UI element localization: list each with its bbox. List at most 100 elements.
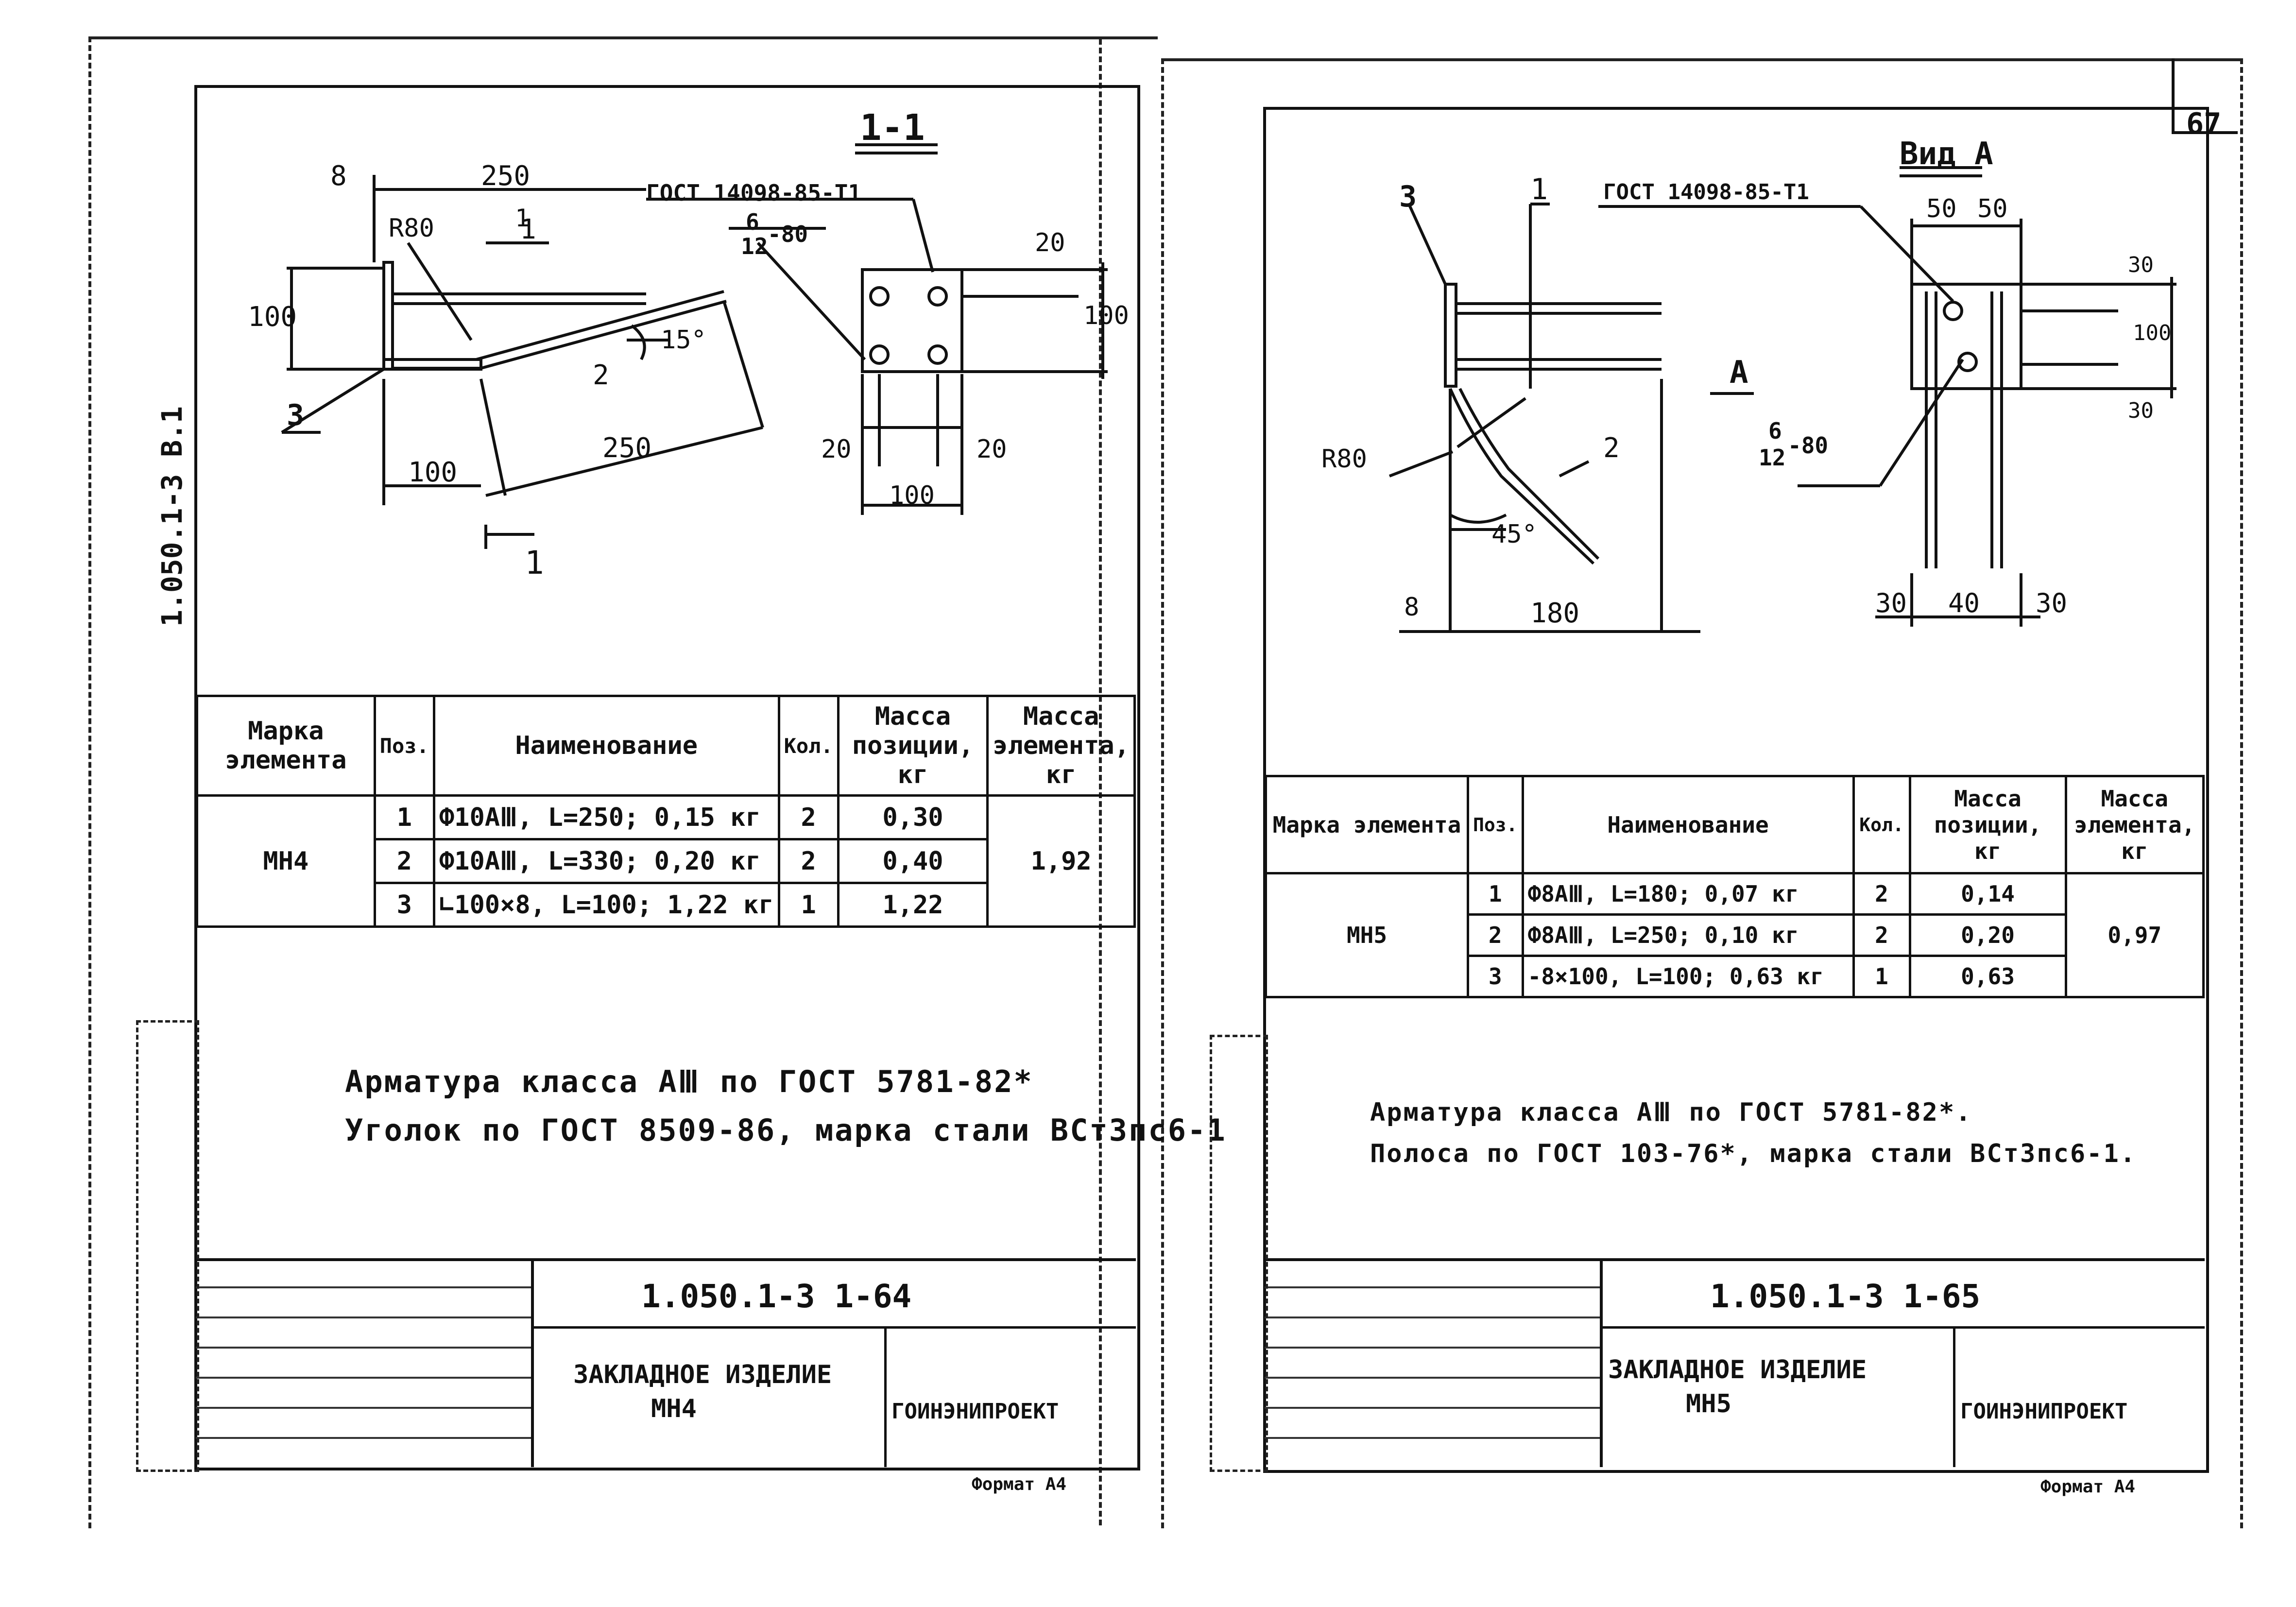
left-stamp-org: ГОИНЭНИПРОЕКТ xyxy=(891,1399,1059,1424)
left-gost-label: ГОСТ 14098-85-Т1 xyxy=(646,180,862,206)
cell-name: -8×100, L=100; 0,63 кг xyxy=(1521,955,1855,998)
left-stamp-title: ЗАКЛАДНОЕ ИЗДЕЛИЕ xyxy=(573,1360,832,1389)
right-stamp-org: ГОИНЭНИПРОЕКТ xyxy=(1960,1399,2128,1424)
cell-pos: 2 xyxy=(373,838,435,884)
left-binding-strip xyxy=(136,1020,199,1472)
cell-name: Ф10АⅢ, L=250; 0,15 кг xyxy=(432,794,780,840)
left-stamp-block xyxy=(196,1258,1136,1470)
header-qty: Кол. xyxy=(1852,775,1911,874)
left-weld-len: -80 xyxy=(768,221,808,247)
dim-100-vert: 100 xyxy=(2133,321,2172,345)
dim-50-a: 50 xyxy=(1926,194,1957,223)
header-pos: Поз. xyxy=(1467,775,1524,874)
dim-50-b: 50 xyxy=(1977,194,2008,223)
cell-pos: 1 xyxy=(1467,872,1524,916)
dim-r80-right: R80 xyxy=(1321,444,1367,474)
left-stamp-format: Формат А4 xyxy=(972,1474,1067,1494)
cell-mass: 0,63 xyxy=(1908,955,2067,998)
dim-20-right: 20 xyxy=(977,435,1007,464)
header-mass-el: Масса элемента, кг xyxy=(2064,775,2205,874)
right-stamp-divider-v xyxy=(1953,1329,1955,1467)
cell-qty: 2 xyxy=(1852,872,1911,916)
left-stamp-mark: МН4 xyxy=(651,1394,697,1423)
view-plate xyxy=(1910,283,2022,390)
header-pos: Поз. xyxy=(373,695,435,797)
left-note-2: Уголок по ГОСТ 8509-86, марка стали ВСт3… xyxy=(345,1112,1227,1148)
bar-2 xyxy=(1449,388,1595,565)
view-arrow-label: А xyxy=(1730,355,1748,391)
right-sheet-outline xyxy=(1161,58,2243,1528)
pos-label-3: 3 xyxy=(287,398,305,432)
right-stamp-title: ЗАКЛАДНОЕ ИЗДЕЛИЕ xyxy=(1608,1355,1867,1385)
left-spec-table: Марка элемента Поз. Наименование Кол. Ма… xyxy=(196,695,1136,928)
right-stamp-code: 1.050.1-3 1-65 xyxy=(1710,1278,1981,1315)
table-row: 3 ∟100×8, L=100; 1,22 кг 1 1,22 xyxy=(197,882,1135,928)
cell-pos: 1 xyxy=(373,794,435,840)
right-stamp-grid xyxy=(1265,1258,1603,1467)
header-mass-pos: Масса позиции, кг xyxy=(1908,775,2067,874)
dim-100-horiz: 100 xyxy=(408,457,458,488)
cell-mass-element: 1,92 xyxy=(986,794,1136,928)
cell-mass: 0,20 xyxy=(1908,913,2067,957)
right-stamp-block xyxy=(1265,1258,2205,1470)
left-stamp-divider xyxy=(531,1326,1136,1329)
cell-pos: 2 xyxy=(1467,913,1524,957)
pos-label-1: 1 xyxy=(520,214,536,245)
header-qty: Кол. xyxy=(777,695,840,797)
right-stamp-format: Формат А4 xyxy=(2040,1477,2136,1497)
cell-mark: МН5 xyxy=(1265,872,1469,998)
bar-2 xyxy=(393,290,724,361)
header-name: Наименование xyxy=(432,695,780,797)
right-pos-label-1: 1 xyxy=(1530,172,1548,206)
dim-30-left: 30 xyxy=(1875,588,1907,618)
cell-name: Ф8АⅢ, L=180; 0,07 кг xyxy=(1521,872,1855,916)
dim-15deg: 15° xyxy=(661,325,706,355)
cell-name: Ф8АⅢ, L=250; 0,10 кг xyxy=(1521,913,1855,957)
dim-100-right: 100 xyxy=(1083,301,1129,330)
header-mass-pos: Масса позиции, кг xyxy=(837,695,989,797)
section-plate xyxy=(861,268,963,373)
right-pos-label-2: 2 xyxy=(1603,432,1620,464)
page-number: 67 xyxy=(2186,107,2222,141)
cut-label-top: 1 xyxy=(515,204,530,232)
right-gost-label: ГОСТ 14098-85-Т1 xyxy=(1603,180,1809,205)
table-row: 3 -8×100, L=100; 0,63 кг 1 0,63 xyxy=(1266,955,2204,998)
left-drawing-frame xyxy=(194,85,1140,1470)
dim-20-top: 20 xyxy=(1035,228,1065,257)
header-mark: Марка элемента xyxy=(1265,775,1469,874)
cell-name: ∟100×8, L=100; 1,22 кг xyxy=(432,882,780,928)
left-weld-den: 12 xyxy=(741,233,768,259)
right-note-2: Полоса по ГОСТ 103-76*, марка стали ВСт3… xyxy=(1370,1139,2137,1168)
dim-250-top: 250 xyxy=(481,160,531,192)
cell-qty: 2 xyxy=(1852,913,1911,957)
table-row: МН4 1 Ф10АⅢ, L=250; 0,15 кг 2 0,30 1,92 xyxy=(196,794,1136,928)
left-stamp-code: 1.050.1-3 1-64 xyxy=(641,1278,912,1315)
table-row: МН5 1 Ф8АⅢ, L=180; 0,07 кг 2 0,14 0,97 xyxy=(1265,872,2205,998)
dim-100-bottom: 100 xyxy=(889,481,935,510)
dim-180: 180 xyxy=(1530,598,1580,629)
right-view-title: Вид А xyxy=(1900,136,1993,172)
cell-name: Ф10АⅢ, L=330; 0,20 кг xyxy=(432,838,780,884)
right-pos-label-3: 3 xyxy=(1399,180,1417,214)
page-number-box xyxy=(2172,58,2238,134)
cell-mass-element: 0,97 xyxy=(2064,872,2205,998)
cell-pos: 3 xyxy=(1467,955,1524,998)
left-note-1: Арматура класса АⅢ по ГОСТ 5781-82* xyxy=(345,1064,1033,1099)
dim-30-vert-bottom: 30 xyxy=(2128,398,2154,423)
right-spec-table: Марка элемента Поз. Наименование Кол. Ма… xyxy=(1265,775,2205,998)
cell-mass: 0,40 xyxy=(837,838,989,884)
left-stamp-grid xyxy=(196,1258,534,1467)
dim-100-vert: 100 xyxy=(248,301,297,333)
cell-pos: 3 xyxy=(373,882,435,928)
right-weld-len: -80 xyxy=(1788,432,1829,459)
dim-30-right: 30 xyxy=(2036,588,2068,618)
cell-mass: 1,22 xyxy=(837,882,989,928)
pos-label-2: 2 xyxy=(593,359,609,391)
dim-250-slope: 250 xyxy=(602,432,652,464)
table-row: 2 Ф10АⅢ, L=330; 0,20 кг 2 0,40 xyxy=(197,838,1135,884)
cell-qty: 1 xyxy=(1852,955,1911,998)
dim-45deg: 45° xyxy=(1491,520,1537,549)
right-weld-den: 12 xyxy=(1759,444,1786,471)
